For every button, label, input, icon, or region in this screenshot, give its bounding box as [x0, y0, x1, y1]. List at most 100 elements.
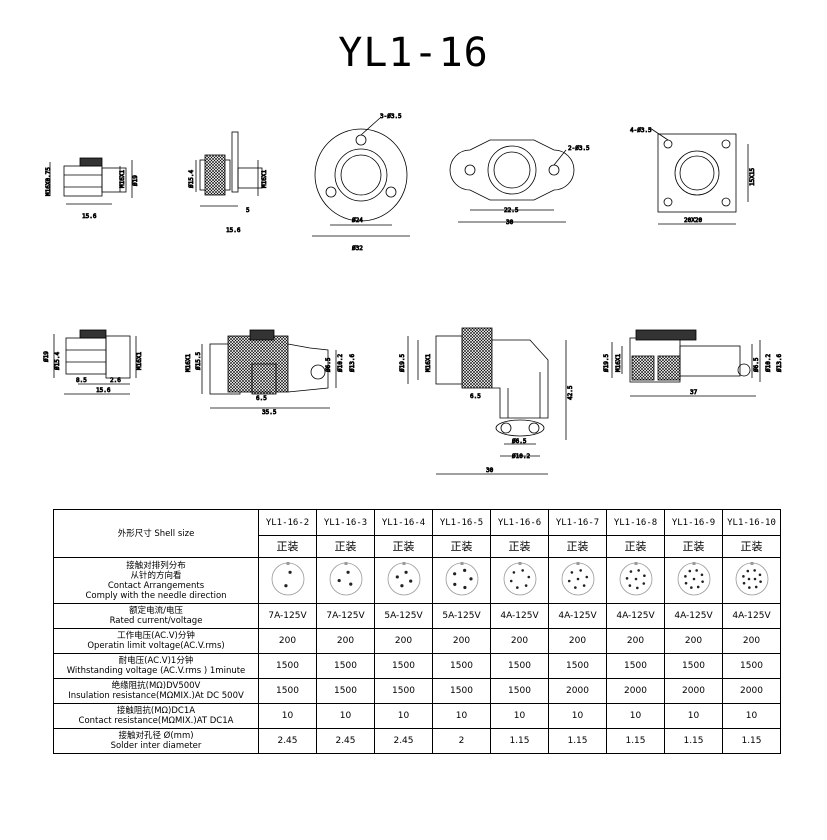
spec-value-cell: 1500: [374, 678, 433, 704]
contact-pin: [754, 585, 757, 589]
contact-face-outline: [445, 562, 478, 596]
contact-arrangement-cell: [258, 557, 317, 604]
dim-d8-w2: 30: [486, 467, 494, 474]
contact-pin: [520, 569, 524, 572]
contact-pin: [408, 579, 412, 583]
contact-pin: [283, 584, 288, 588]
key-notch: [344, 562, 347, 565]
spec-value-cell: 2000: [664, 678, 723, 704]
model-cell: YL1-16-5: [432, 509, 491, 536]
spec-value-cell: 10: [722, 703, 781, 729]
dim-d7-h2: Ø15.5: [195, 352, 202, 370]
spec-label-en: Operatin limit voltage(AC.V.rms): [87, 641, 225, 651]
install-type-cell: 正装: [548, 535, 607, 558]
contact-pin: [337, 578, 341, 583]
spec-value-cell: 2.45: [374, 728, 433, 754]
dim-d2-h1: Ø15.4: [188, 170, 195, 188]
drawing-plug-side-view: 15.6 M16X0.75 M16X1 Ø19: [45, 157, 139, 220]
dim-d6-h1: Ø19: [43, 351, 50, 362]
spec-value-cell: 10: [548, 703, 607, 729]
contact-pin: [509, 579, 513, 583]
contact-pin: [696, 585, 699, 589]
spec-value-cell: 4A-125V: [548, 603, 607, 629]
spec-value-cell: 10: [432, 703, 491, 729]
page-title: YL1-16: [338, 30, 489, 76]
drawing-receptacle-side-view: 15.6 Ø15.4 M16X1 5: [188, 131, 268, 234]
contact-pin: [629, 570, 632, 573]
spec-value-cell: 10: [258, 703, 317, 729]
contact-pin: [462, 585, 466, 590]
contact-pin: [753, 577, 756, 581]
drawing-oval-flange-front: 2-Ø3.5 22.5 30: [449, 139, 590, 226]
spec-value-cell: 200: [316, 628, 375, 654]
contact-pin: [700, 580, 704, 583]
contact-arrangement-cell: [606, 557, 665, 604]
dim-d8-w3: Ø6.5: [512, 438, 527, 445]
contact-pin: [515, 586, 519, 589]
contact-pin: [348, 582, 352, 586]
contact-pin: [628, 584, 631, 587]
contact-pin: [752, 569, 756, 572]
spec-label-cn: 接触对孔径 Ø(mm): [118, 731, 194, 741]
contact-pin: [567, 579, 571, 583]
contact-pin: [742, 581, 745, 585]
spec-value-cell: 2: [432, 728, 491, 754]
pin-layout-diagram: [387, 562, 420, 596]
table-row: 正装正装正装正装正装正装正装正装正装: [54, 535, 781, 558]
key-notch: [286, 562, 289, 565]
contact-face-outline: [329, 562, 362, 596]
spec-value-cell: 10: [606, 703, 665, 729]
dim-d8-w1: 6.5: [470, 393, 481, 400]
dim-d2-h2: M16X1: [261, 170, 268, 188]
install-type-cell: 正装: [490, 535, 549, 558]
spec-table: 外形尺寸 Shell size YL1-16-2 YL1-16-3 YL1-16…: [53, 509, 781, 754]
key-notch: [634, 562, 637, 565]
drawing-round-flange-front: 3-Ø3.5 Ø24 Ø32: [312, 113, 410, 252]
spec-value-cell: 2.45: [258, 728, 317, 754]
spec-value-cell: 2.45: [316, 728, 375, 754]
dim-d1-h2: M16X1: [119, 170, 126, 188]
spec-value-cell: 1500: [258, 678, 317, 704]
contact-pin: [758, 580, 762, 583]
contact-pin: [692, 577, 695, 581]
spec-value-cell: 1.15: [606, 728, 665, 754]
spec-value-cell: 2000: [722, 678, 781, 704]
dim-d8-h3: 42.5: [567, 385, 574, 400]
drawing-square-flange-front: 4-Ø3.5 20X20 15X15: [630, 127, 756, 225]
spec-value-cell: 1500: [490, 678, 549, 704]
dim-d6-h2: Ø15.4: [54, 352, 61, 370]
technical-drawings: 15.6 M16X0.75 M16X1 Ø19 15.6 Ø15.4 M16X1…: [43, 113, 783, 475]
contact-pin: [641, 582, 645, 585]
dim-d4-w2: 30: [506, 219, 514, 226]
contact-pin: [694, 569, 698, 572]
spec-value-cell: 1.15: [490, 728, 549, 754]
model-cell: YL1-16-2: [258, 509, 317, 536]
spec-value-cell: 1500: [722, 653, 781, 679]
dim-d1-h1: M16X0.75: [45, 167, 52, 196]
spec-value-cell: 1500: [664, 653, 723, 679]
spec-value-cell: 1500: [432, 678, 491, 704]
model-cell: YL1-16-7: [548, 509, 607, 536]
contact-pin: [524, 584, 527, 587]
spec-label-cn: 绝缘阻抗(MΩ)DV500V: [111, 681, 201, 691]
pin-layout-diagram: [735, 562, 768, 596]
spec-value-cell: 5A-125V: [374, 603, 433, 629]
spec-label-cn: 接触阻抗(MΩ)DC1A: [116, 706, 196, 716]
contact-pin: [287, 570, 292, 574]
pin-layout-diagram: [677, 562, 710, 596]
spec-value-cell: 200: [374, 628, 433, 654]
dim-d6-w1: 8.5: [76, 377, 87, 384]
dim-d9-h5: Ø13.6: [776, 354, 783, 372]
spec-value-cell: 2000: [606, 678, 665, 704]
contact-pin: [576, 577, 579, 581]
dim-d9-h4: Ø10.2: [765, 354, 772, 372]
contact-pin: [452, 572, 456, 576]
spec-label-en: Withstanding voltage (AC.V.rms ) 1minute: [66, 666, 246, 676]
contact-face-outline: [503, 562, 536, 596]
dim-d7-h4: Ø10.2: [337, 354, 344, 372]
